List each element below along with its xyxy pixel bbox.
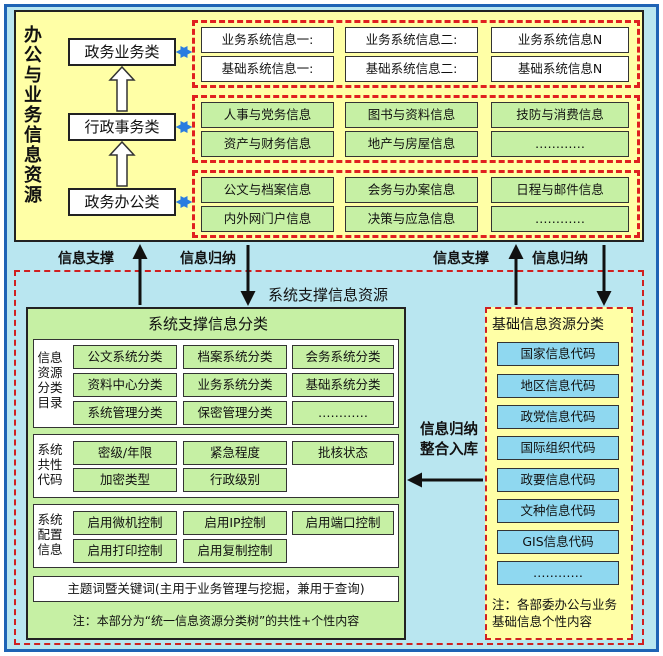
config-item: 启用打印控制 (73, 539, 177, 563)
item-decision-emergency: 决策与应急信息 (345, 206, 478, 232)
item-more: ………… (491, 131, 629, 157)
code-item: 紧急程度 (183, 441, 287, 465)
basic-item: 国家信息代码 (497, 342, 619, 366)
config-item: 启用IP控制 (183, 511, 287, 535)
item-real-estate: 地产与房屋信息 (345, 131, 478, 157)
right-collect-label: 信息归纳 (532, 251, 588, 267)
system-panel-title: 系统支撑信息分类 (148, 315, 269, 333)
basic-item: 政要信息代码 (497, 468, 619, 492)
item-business-system-1: 业务系统信息一: (201, 27, 334, 53)
basic-item: GIS信息代码 (497, 530, 619, 554)
code-item: 加密类型 (73, 468, 177, 492)
catalog-item: 保密管理分类 (183, 401, 287, 425)
code-item: 行政级别 (183, 468, 287, 492)
left-support-label: 信息支撑 (58, 251, 114, 267)
system-region-title: 系统支撑信息资源 (268, 286, 389, 304)
catalog-item: 业务系统分类 (183, 373, 287, 397)
catalog-item: 基础系统分类 (292, 373, 394, 397)
catalog-item: 系统管理分类 (73, 401, 177, 425)
hollow-up-arrow (108, 65, 136, 187)
section-config-info-label: 系统配置信息 (37, 512, 63, 557)
item-library-materials: 图书与资料信息 (345, 102, 478, 128)
item-meetings-cases: 会务与办案信息 (345, 177, 478, 203)
item-schedule-mail: 日程与邮件信息 (491, 177, 629, 203)
item-business-system-n: 业务系统信息N (491, 27, 629, 53)
group-business-systems (192, 20, 640, 88)
group-office-affairs (192, 170, 640, 238)
code-item: 密级/年限 (73, 441, 177, 465)
catalog-item: 公文系统分类 (73, 345, 177, 369)
item-personnel-party: 人事与党务信息 (201, 102, 334, 128)
left-collect-label: 信息归纳 (180, 251, 236, 267)
catalog-item: 会务系统分类 (292, 345, 394, 369)
basic-item: ………… (497, 561, 619, 585)
section-common-codes-label: 系统共性代码 (37, 442, 63, 487)
item-assets-finance: 资产与财务信息 (201, 131, 334, 157)
item-portal: 内外网门户信息 (201, 206, 334, 232)
item-basic-system-1: 基础系统信息一: (201, 56, 334, 82)
system-note: 注：本部分为“统一信息资源分类树”的共性+个性内容 (72, 614, 360, 628)
item-basic-system-n: 基础系统信息N (491, 56, 629, 82)
office-business-title: 办公与业务信息资源 (24, 25, 42, 206)
basic-item: 国际组织代码 (497, 436, 619, 460)
code-item: 批核状态 (292, 441, 394, 465)
integrate-label: 信息归纳 整合入库 (420, 422, 478, 458)
catalog-item: ………… (292, 401, 394, 425)
basic-panel-title: 基础信息资源分类 (492, 317, 604, 333)
basic-item: 地区信息代码 (497, 374, 619, 398)
right-support-label: 信息支撑 (433, 251, 489, 267)
catalog-item: 档案系统分类 (183, 345, 287, 369)
item-business-system-2: 业务系统信息二: (345, 27, 478, 53)
item-more: ………… (491, 206, 629, 232)
catalog-item: 资料中心分类 (73, 373, 177, 397)
item-basic-system-2: 基础系统信息二: (345, 56, 478, 82)
group-admin-affairs (192, 95, 640, 163)
item-security-consumption: 技防与消费信息 (491, 102, 629, 128)
category-administrative-affairs[interactable]: 行政事务类 (68, 113, 176, 141)
config-item: 启用微机控制 (73, 511, 177, 535)
category-government-business[interactable]: 政务业务类 (68, 38, 176, 66)
section-resource-catalog-label: 信息资源分类目录 (37, 350, 63, 410)
basic-note: 注：各部委办公与业务基础信息个性内容 (492, 597, 618, 629)
item-documents-archives: 公文与档案信息 (201, 177, 334, 203)
keywords-box: 主题词暨关键词(主用于业务管理与挖掘，兼用于查询) (33, 576, 399, 602)
basic-item: 政党信息代码 (497, 405, 619, 429)
category-government-office[interactable]: 政务办公类 (68, 188, 176, 216)
config-item: 启用复制控制 (183, 539, 287, 563)
basic-item: 文种信息代码 (497, 499, 619, 523)
config-item: 启用端口控制 (292, 511, 394, 535)
